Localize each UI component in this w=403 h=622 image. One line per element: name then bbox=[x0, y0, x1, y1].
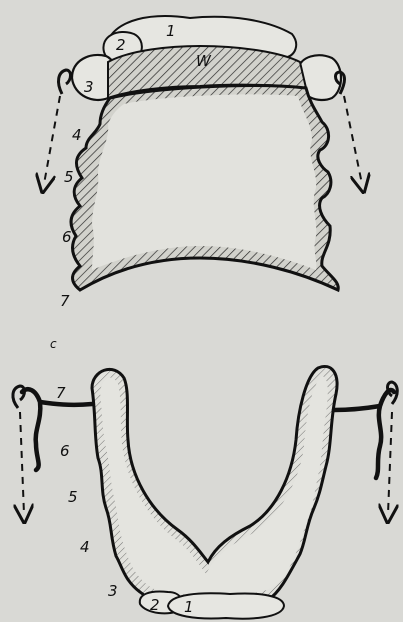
lower-label-1: 1 bbox=[184, 598, 194, 616]
upper-label-4: 4 bbox=[72, 126, 82, 144]
upper-plate-inner bbox=[92, 94, 316, 270]
dashed-arrow-down-icon bbox=[388, 412, 392, 514]
dashed-arrow-down-icon bbox=[44, 96, 60, 184]
lower-clasp-arm-right bbox=[334, 390, 394, 478]
dashed-arrow-down-icon bbox=[20, 412, 24, 514]
dashed-arrow-down-icon bbox=[344, 96, 362, 184]
lower-label-2: 2 bbox=[150, 596, 160, 614]
lower-label-3: 3 bbox=[108, 582, 118, 600]
upper-label-2: 2 bbox=[116, 36, 126, 54]
upper-label-5: 5 bbox=[64, 168, 74, 186]
lower-label-6: 6 bbox=[60, 442, 70, 460]
lower-label-5: 5 bbox=[68, 488, 78, 506]
upper-label-7: 7 bbox=[60, 292, 70, 310]
upper-label-6: 6 bbox=[62, 228, 72, 246]
clasp-hook-icon bbox=[13, 386, 25, 408]
upper-label-w: W bbox=[196, 52, 212, 70]
figure-mark-c: c bbox=[50, 337, 57, 351]
lower-label-4: 4 bbox=[80, 538, 90, 556]
upper-label-1: 1 bbox=[166, 22, 176, 40]
upper-label-3: 3 bbox=[84, 78, 94, 96]
clasp-hook-icon bbox=[59, 70, 71, 94]
lower-label-7: 7 bbox=[56, 384, 66, 402]
